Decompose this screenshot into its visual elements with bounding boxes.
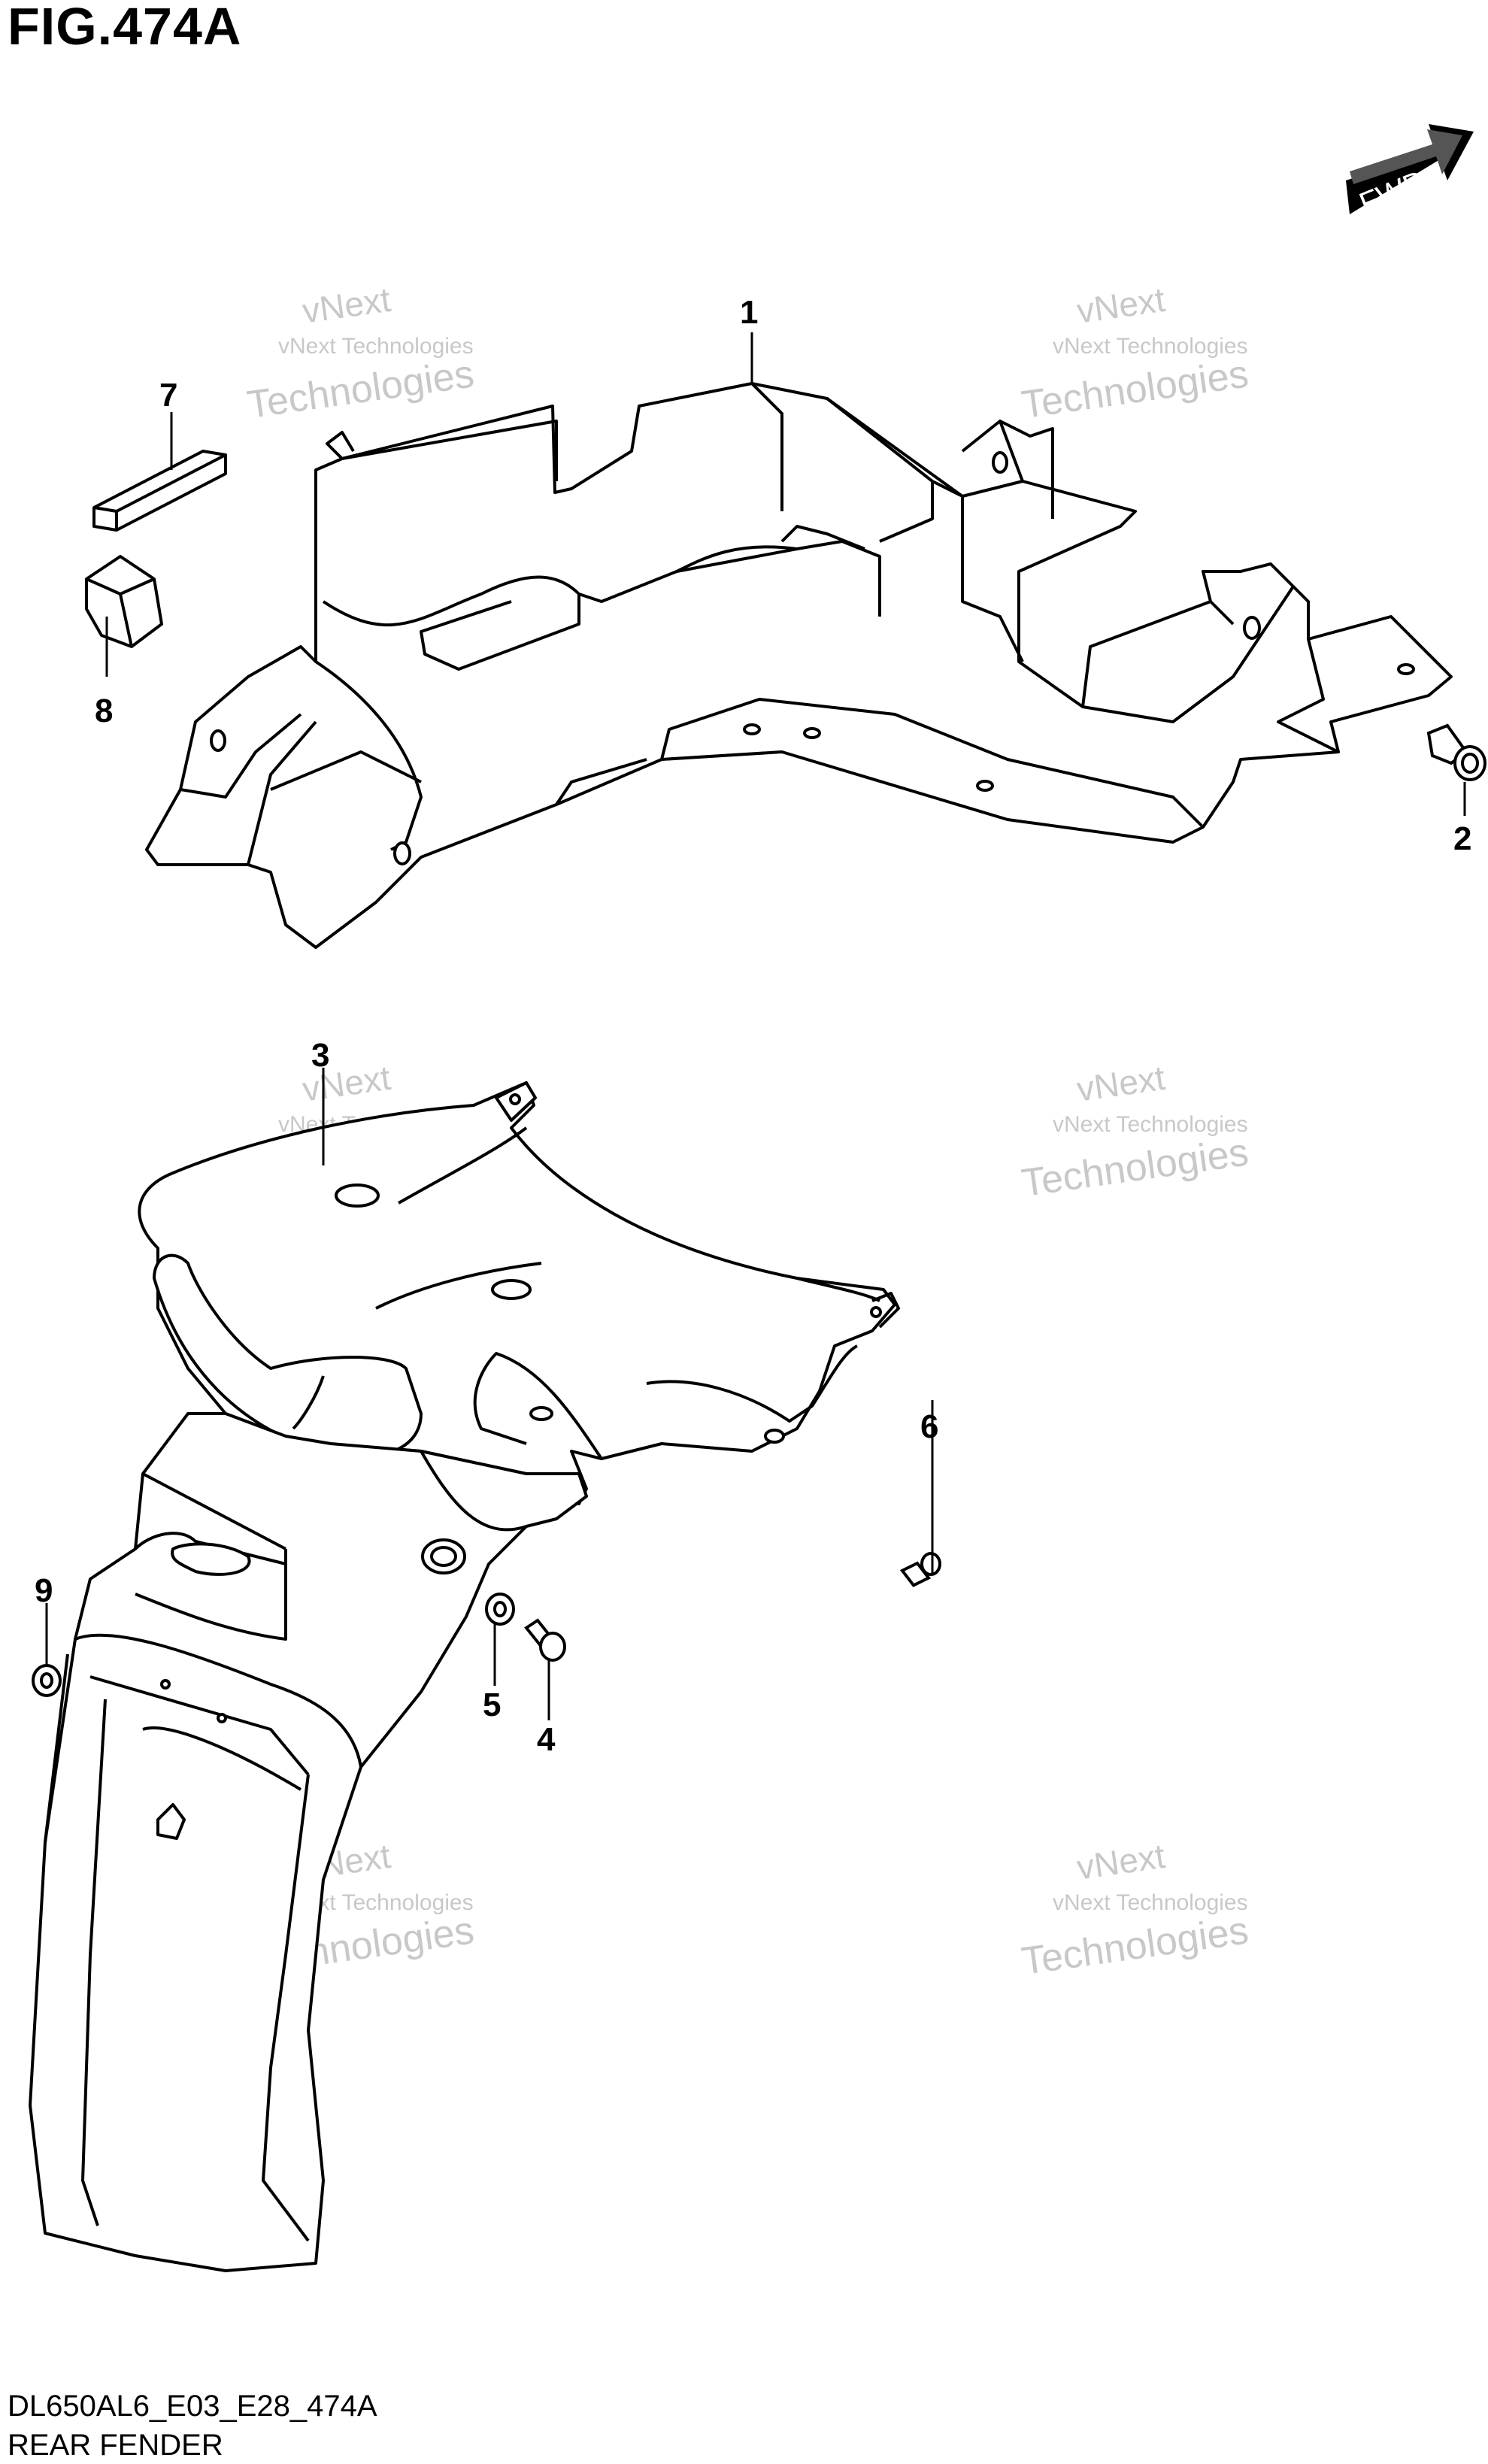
part-6-clip [899,1552,941,1587]
part-3-rear-cowl [138,1081,900,1505]
callout-2: 2 [1453,820,1471,857]
callout-5: 5 [483,1687,501,1723]
part-1-undertray [145,382,1453,949]
watermark-6: vNext Technologies vNext Technologies [1019,1836,1251,1984]
part-7-block [92,450,227,532]
figure-title: FIG.474A [8,0,242,56]
callout-1: 1 [740,294,758,331]
callout-6: 6 [920,1408,938,1445]
svg-text:vNext: vNext [1074,1836,1168,1887]
leader-lines [45,332,1466,1720]
svg-text:Technologies: Technologies [244,352,477,427]
svg-text:vNext: vNext [300,280,393,331]
part-4-screw [524,1618,566,1662]
part-5-washer [485,1593,515,1626]
figure-code: DL650AL6_E03_E28_474A [8,2390,377,2423]
svg-text:Technologies: Technologies [1019,1908,1251,1984]
part-8-pad [85,555,163,648]
svg-text:vNext: vNext [1074,1058,1168,1109]
svg-text:vNext Technologies: vNext Technologies [1053,1890,1248,1915]
svg-text:Technologies: Technologies [1019,352,1251,427]
forward-arrow-icon: FWD [1346,124,1474,220]
callout-3: 3 [311,1037,329,1074]
svg-text:vNext Technologies: vNext Technologies [1053,334,1248,359]
callout-8: 8 [95,693,113,729]
callout-labels: 1 2 3 4 5 6 7 8 9 [35,294,1471,1758]
svg-text:vNext: vNext [1074,280,1168,331]
svg-text:Technologies: Technologies [1019,1130,1251,1205]
figure-name: REAR FENDER [8,2429,223,2462]
part-2-bolt [1426,723,1486,781]
svg-text:vNext Technologies: vNext Technologies [278,334,474,359]
callout-7: 7 [159,377,177,414]
part-9-fender-license-bracket [29,1412,588,2272]
callout-4: 4 [537,1721,556,1758]
watermark-2: vNext Technologies vNext Technologies [1019,280,1251,427]
watermark-4: vNext Technologies vNext Technologies [1019,1058,1251,1205]
watermark-1: vNext Technologies vNext Technologies [244,280,477,427]
callout-9: 9 [35,1572,53,1609]
part-9-grommet [32,1664,62,1697]
svg-text:vNext Technologies: vNext Technologies [1053,1112,1248,1137]
